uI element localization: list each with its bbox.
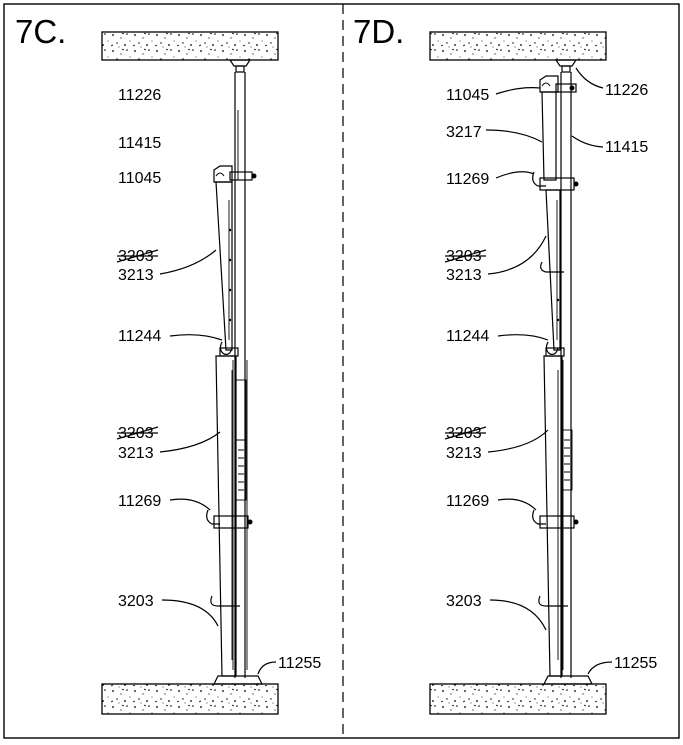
ceiling-slab (429, 31, 607, 61)
leader-3203 (161, 599, 219, 627)
leader-11244 (497, 334, 549, 341)
leader-11269 (497, 498, 537, 511)
ceiling-slab (101, 31, 279, 61)
label-11255: 11255 (278, 655, 321, 672)
label-11045: 11045 (446, 87, 489, 104)
label-3213: 3213 (118, 267, 154, 284)
leader-11269 (169, 498, 211, 511)
panel-title-7d: 7D. (353, 13, 404, 50)
leader-3213 (487, 429, 549, 453)
leader-11226 (575, 67, 604, 89)
leader-11269 (495, 171, 535, 179)
label-11269: 11269 (446, 171, 489, 188)
leader-3217 (485, 129, 543, 143)
leader-11045 (495, 87, 541, 95)
floor-slab (101, 683, 279, 715)
leader-3213 (159, 431, 221, 453)
label-3213: 3213 (118, 445, 154, 462)
floor-slab (429, 683, 607, 715)
label-11415: 11415 (118, 135, 161, 152)
upper-form-panel (540, 189, 564, 351)
leader-11255 (257, 661, 277, 675)
panel-title-7c: 7C. (15, 13, 66, 50)
panel-7d: 7D. (353, 13, 657, 715)
label-11226: 11226 (605, 82, 648, 99)
label-11226: 11226 (118, 87, 161, 104)
label-11415: 11415 (605, 139, 648, 156)
leader-11244 (169, 334, 223, 341)
shore-post (560, 72, 572, 678)
bracket-11269 (532, 509, 579, 607)
clamp-11045 (213, 165, 257, 183)
label-3217: 3217 (446, 124, 482, 141)
label-11244: 11244 (446, 328, 489, 345)
top-form-panel-3217 (541, 91, 557, 181)
panel-7c: 7C. (15, 13, 321, 715)
leader-11255 (587, 661, 613, 675)
upper-form-panel (215, 181, 233, 351)
leader-3213 (159, 249, 217, 275)
top-head-assembly (554, 59, 578, 73)
leader-3213 (487, 235, 547, 275)
label-11045: 11045 (118, 170, 161, 187)
base-plate-11255 (213, 675, 263, 685)
label-3213: 3213 (446, 445, 482, 462)
clamp-11045 (539, 75, 577, 93)
leader-3203 (489, 599, 547, 631)
label-3203: 3203 (446, 593, 482, 610)
label-3213: 3213 (446, 267, 482, 284)
base-plate-11255 (543, 675, 593, 685)
label-11269: 11269 (446, 493, 489, 510)
label-11244: 11244 (118, 328, 161, 345)
bracket-11269 (206, 509, 253, 607)
label-11255: 11255 (614, 655, 657, 672)
shore-post (232, 72, 248, 678)
label-3203: 3203 (118, 593, 154, 610)
top-head-assembly (228, 59, 252, 73)
leader-11415 (571, 135, 604, 148)
figure-border (3, 3, 680, 739)
label-11269: 11269 (118, 493, 161, 510)
